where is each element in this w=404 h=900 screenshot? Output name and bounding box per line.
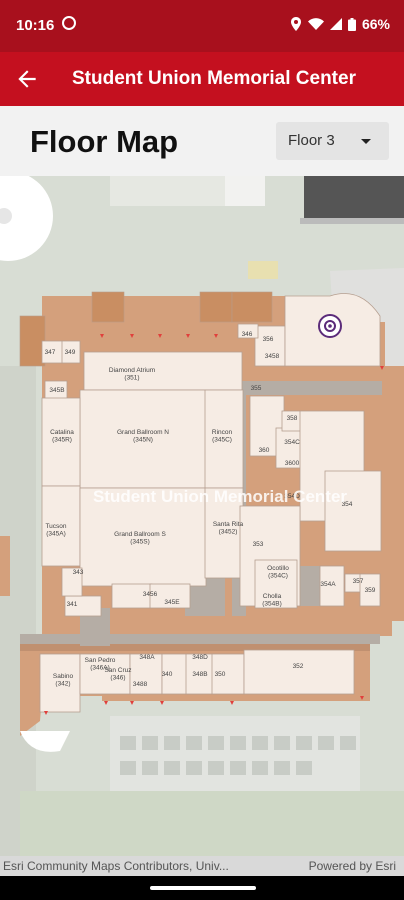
room-label[interactable]: 359 [365, 587, 376, 594]
chevron-down-icon [361, 139, 371, 144]
room-label[interactable]: 345E [164, 599, 180, 606]
room-label[interactable]: 341 [67, 601, 78, 608]
room-label[interactable]: 348B [192, 671, 207, 678]
status-time: 10:16 [16, 17, 55, 34]
round-plaza-inner [0, 208, 12, 224]
attribution-text: Esri Community Maps Contributors, Univ..… [3, 859, 229, 873]
home-gesture-handle[interactable] [150, 886, 256, 890]
room-label[interactable]: Tucson(345A) [45, 523, 66, 538]
battery-icon [347, 17, 356, 31]
room-label[interactable]: 354D [284, 493, 300, 500]
app-bar: Student Union Memorial Center [0, 52, 404, 106]
room-label[interactable]: 347 [45, 349, 56, 356]
room-label[interactable]: 3600 [285, 460, 300, 467]
page-title: Floor Map [30, 124, 179, 159]
room-label[interactable]: 352 [293, 663, 304, 670]
room-label[interactable]: 346 [242, 331, 253, 338]
room-label[interactable]: 3488 [133, 681, 148, 688]
room-label[interactable]: Grand Ballroom S(345S) [114, 531, 166, 546]
room-label[interactable]: 345B [49, 387, 64, 394]
room-label[interactable]: 3456 [143, 591, 158, 598]
signal-icon [329, 18, 342, 30]
location-icon [290, 17, 301, 31]
room-label[interactable]: 350 [215, 671, 226, 678]
room-label[interactable]: Cholla(354B) [262, 593, 282, 608]
system-nav-bar [0, 876, 404, 900]
room-label[interactable]: 354C [284, 439, 300, 446]
room-label[interactable]: Grand Ballroom N(345N) [117, 429, 169, 444]
room-label[interactable]: 354A [320, 581, 336, 588]
room-label[interactable]: 360 [259, 447, 270, 454]
round-plaza [0, 176, 53, 261]
room-label[interactable]: Diamond Atrium(351) [109, 367, 155, 382]
location-marker-icon[interactable] [318, 314, 342, 338]
room-label[interactable]: 353 [253, 541, 264, 548]
room-label[interactable]: 357 [353, 578, 364, 585]
floor-map[interactable]: 347 349 345B Diamond Atrium(351) 346 356… [0, 176, 404, 856]
app-title: Student Union Memorial Center [72, 68, 356, 89]
room-label[interactable]: 356 [263, 336, 274, 343]
room-label[interactable]: 3458 [265, 353, 280, 360]
room-label[interactable]: 358 [287, 415, 298, 422]
room-label[interactable]: 354 [342, 501, 353, 508]
status-bar: 10:16 66% [0, 0, 404, 52]
floor-selector[interactable]: Floor 3 [276, 122, 389, 160]
room-label[interactable]: 349 [65, 349, 76, 356]
floor-selector-value: Floor 3 [288, 132, 335, 149]
map-canvas[interactable]: 347 349 345B Diamond Atrium(351) 346 356… [0, 176, 404, 856]
wifi-icon [307, 18, 324, 30]
room-label[interactable]: 355 [251, 385, 262, 392]
room-label[interactable]: 340 [162, 671, 173, 678]
back-arrow-icon[interactable] [14, 66, 40, 92]
map-attribution: Esri Community Maps Contributors, Univ..… [0, 856, 404, 876]
dark-building [304, 176, 404, 218]
room-label[interactable]: Ocotillo(354C) [267, 565, 289, 580]
room-label[interactable]: Sabino(342) [53, 673, 74, 688]
sync-icon [62, 16, 76, 30]
room-label[interactable]: 343 [73, 569, 84, 576]
powered-by-esri[interactable]: Powered by Esri [308, 859, 396, 873]
room-label[interactable]: Catalina(345R) [50, 429, 74, 444]
room-label[interactable]: Santa Rita(3452) [213, 521, 244, 536]
light-building [300, 218, 404, 224]
room-label[interactable]: 348D [192, 654, 208, 661]
status-icons: 66% [290, 16, 390, 32]
room-label[interactable]: Rincon(345C) [212, 429, 233, 444]
building-label: Student Union Memorial Center [93, 487, 347, 506]
room-label[interactable]: San Pedro(346A) [85, 657, 116, 672]
battery-percent: 66% [361, 16, 390, 32]
room-label[interactable]: 348A [139, 654, 155, 661]
room-label[interactable]: San Cruz(346) [104, 667, 131, 682]
